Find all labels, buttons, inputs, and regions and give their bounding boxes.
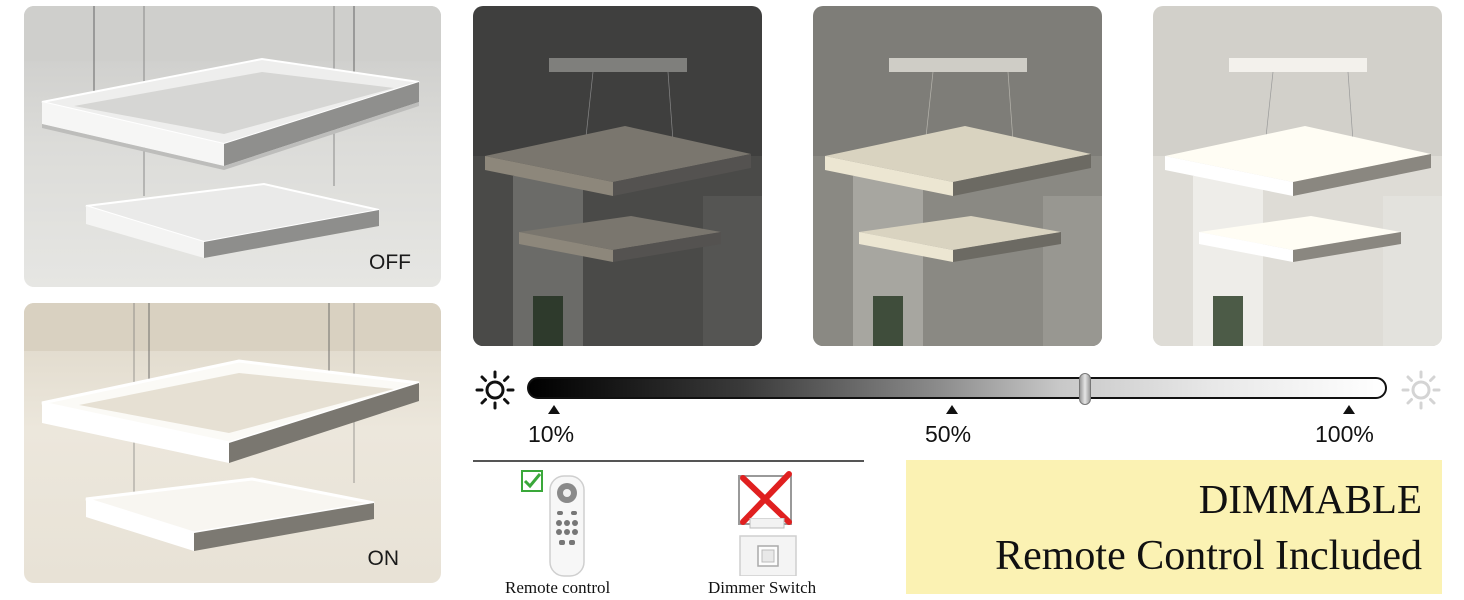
sun-dim-icon	[475, 370, 515, 410]
sun-bright-icon	[1401, 370, 1441, 410]
section-divider	[473, 460, 864, 462]
promo-subheading: Remote Control Included	[995, 533, 1422, 579]
brightness-slider[interactable]	[527, 373, 1387, 405]
lamp-off-photo: OFF	[24, 6, 441, 287]
promo-banner: DIMMABLE Remote Control Included	[906, 460, 1442, 594]
tick-label-100: 100%	[1315, 421, 1374, 447]
remote-control-icon	[549, 475, 585, 577]
on-label: ON	[367, 547, 400, 570]
tick-label-10: 10%	[528, 421, 575, 447]
tick-marker-100	[1343, 405, 1355, 414]
lamp-50-percent-photo	[813, 6, 1102, 346]
tick-marker-10	[548, 405, 560, 414]
promo-heading: DIMMABLE	[1198, 476, 1422, 522]
lamp-100-percent-photo	[1153, 6, 1442, 346]
off-label: OFF	[369, 251, 411, 274]
slider-handle[interactable]	[1079, 373, 1091, 405]
remote-control-caption: Remote control	[505, 578, 611, 597]
lamp-10-percent-photo	[473, 6, 762, 346]
lamp-on-photo: ON	[24, 303, 441, 583]
tick-label-50: 50%	[925, 421, 972, 447]
tick-marker-50	[946, 405, 958, 414]
dimmer-switch-caption: Dimmer Switch	[708, 578, 817, 597]
dimmer-switch-icon	[739, 518, 797, 576]
check-icon	[521, 470, 543, 492]
